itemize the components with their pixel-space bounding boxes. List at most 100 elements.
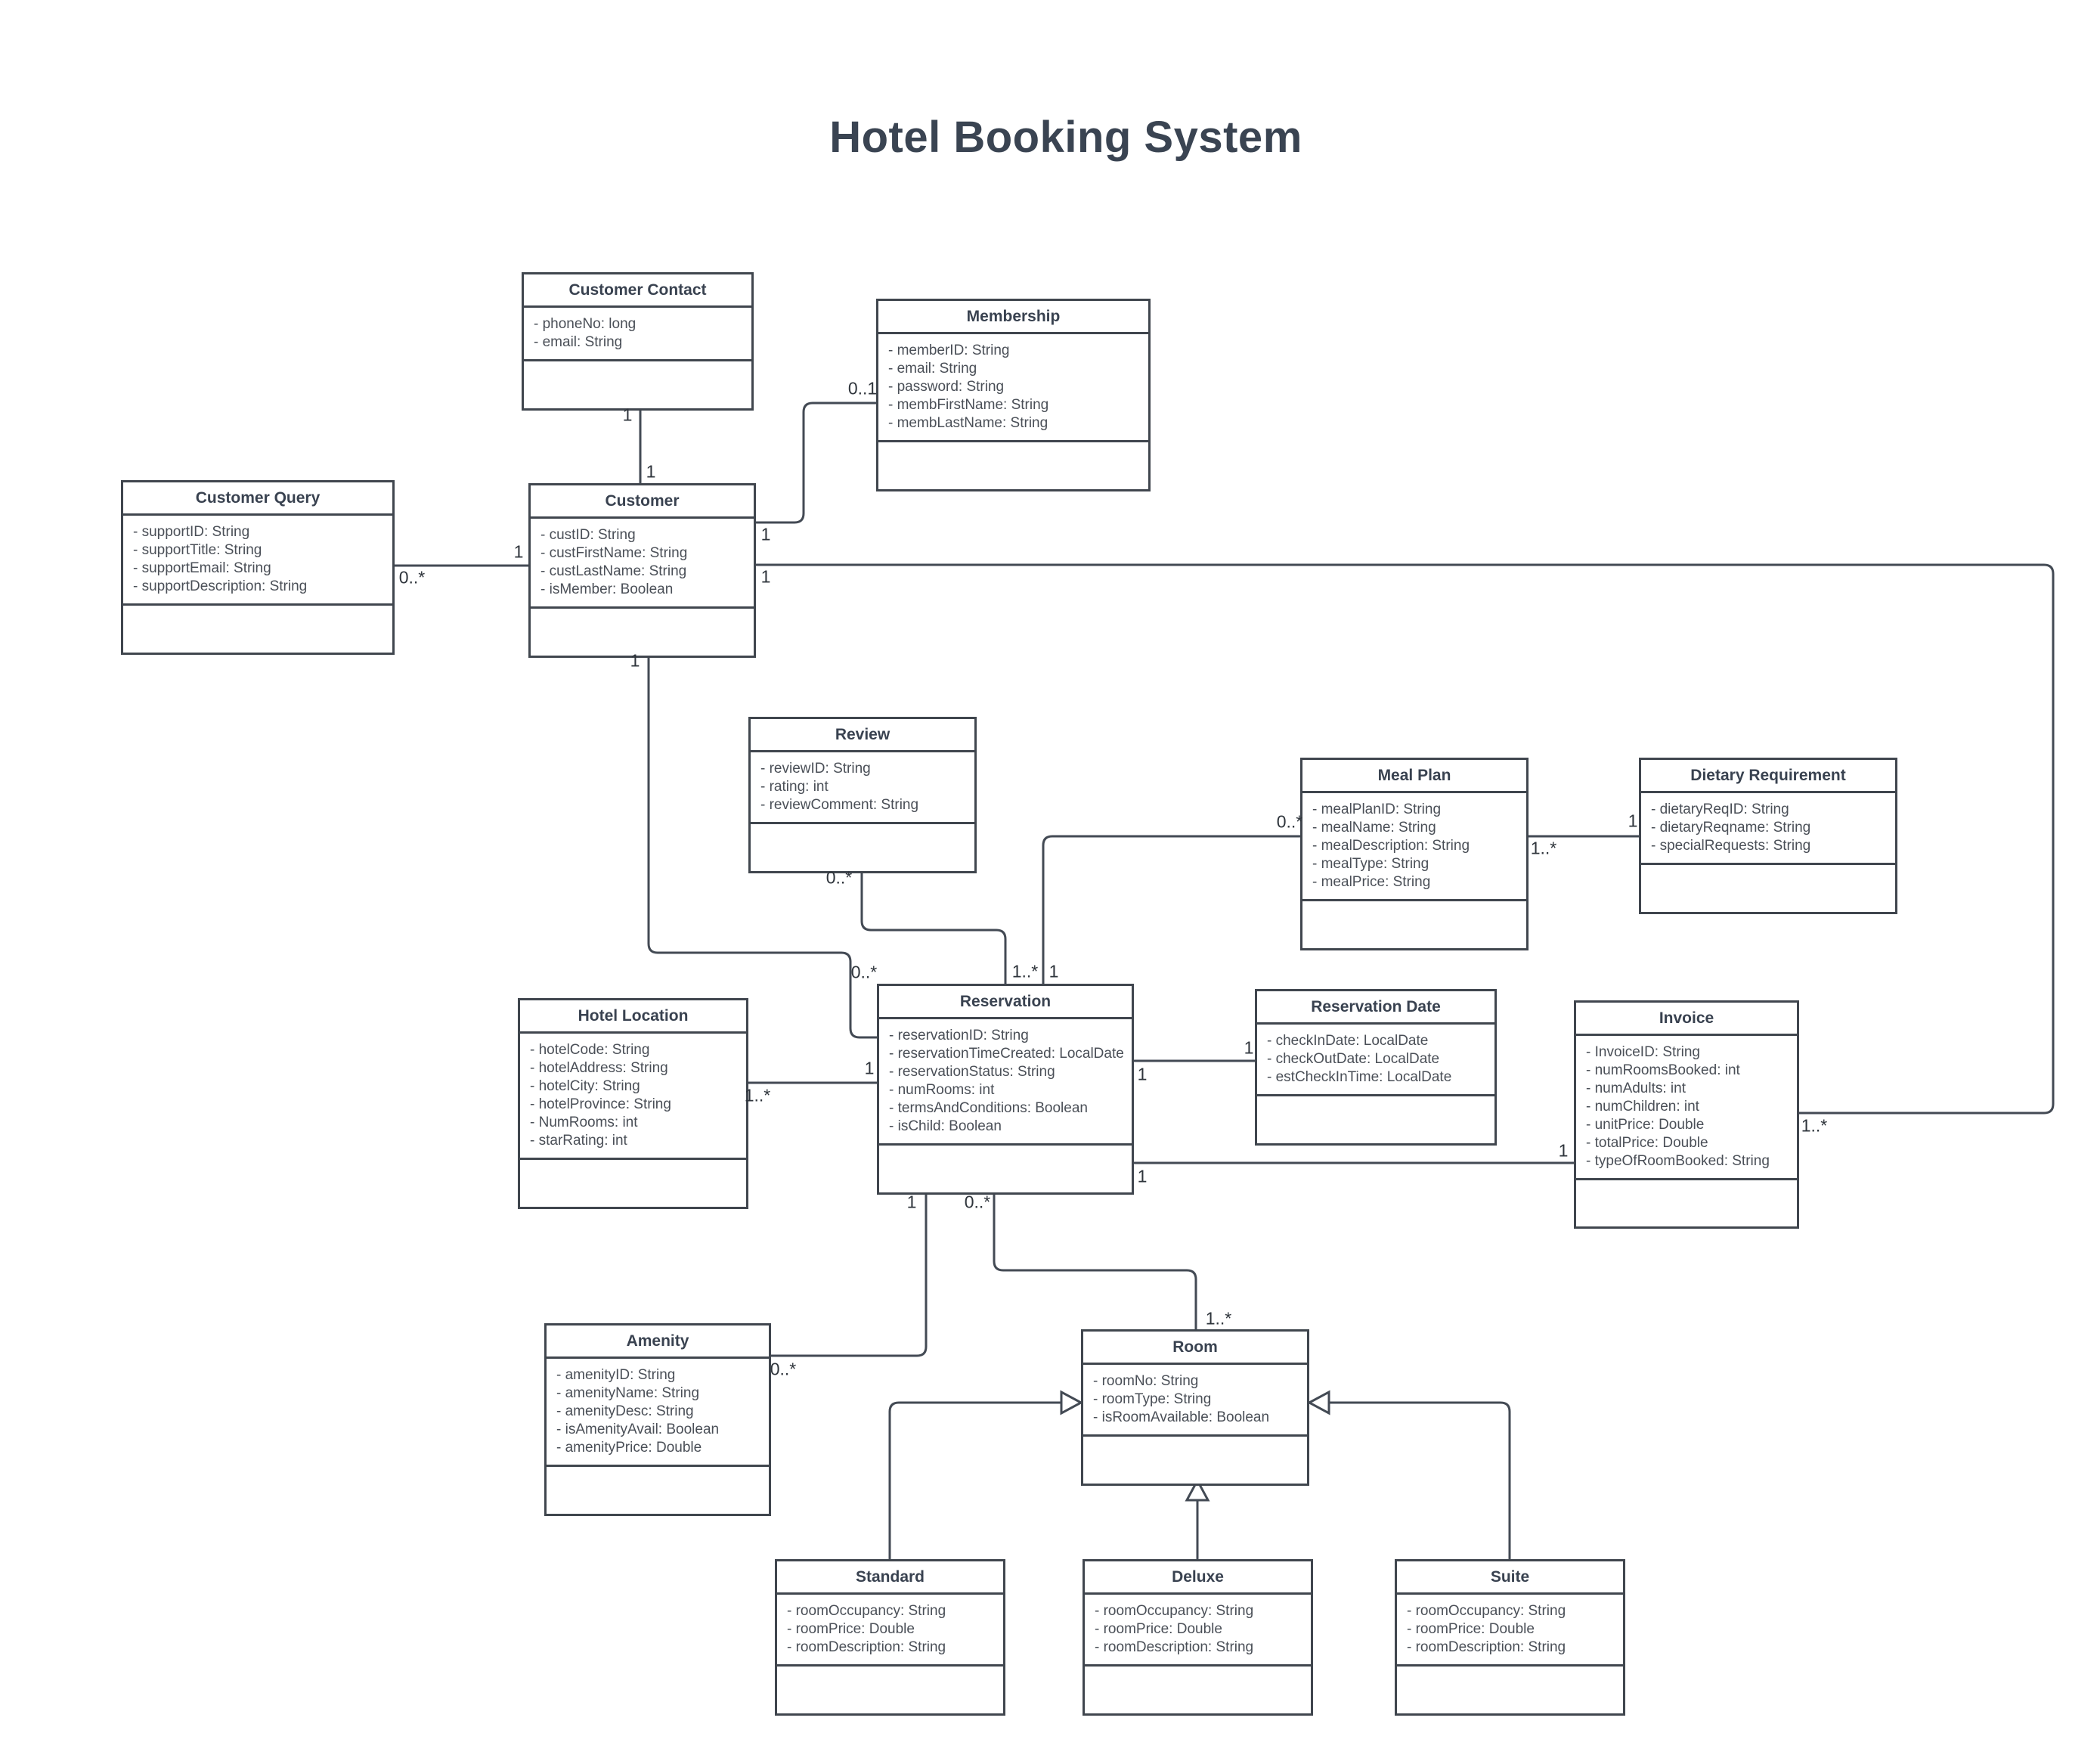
class-attribute: - mealPrice: String [1312, 874, 1431, 890]
class-attribute: - amenityID: String [556, 1367, 676, 1383]
multiplicity-label: 1 [1244, 1037, 1254, 1058]
class-attribute: - estCheckInTime: LocalDate [1267, 1069, 1452, 1085]
class-attribute: - roomPrice: Double [787, 1621, 915, 1637]
inheritance-arrow-standard [1060, 1390, 1084, 1415]
class-attributes: - hotelCode: String- hotelAddress: Strin… [520, 1034, 746, 1160]
class-attribute: - supportDescription: String [133, 578, 308, 594]
class-title: Meal Plan [1302, 760, 1526, 793]
class-reservation-date[interactable]: Reservation Date - checkInDate: LocalDat… [1255, 989, 1497, 1146]
class-attribute: - supportTitle: String [133, 542, 262, 558]
class-amenity[interactable]: Amenity - amenityID: String - amenityName… [544, 1323, 771, 1516]
class-attributes: - reservationID: String - reservationTime… [879, 1019, 1132, 1146]
class-methods-empty [1085, 1667, 1311, 1713]
class-attribute: - checkInDate: LocalDate [1267, 1033, 1429, 1049]
association-mealplan-reservation [1042, 835, 1305, 988]
class-methods-empty [520, 1160, 746, 1207]
class-hotel-location[interactable]: Hotel Location - hotelCode: String- hote… [518, 998, 748, 1209]
class-title: Hotel Location [520, 1000, 746, 1034]
class-attribute: - reservationID: String [889, 1028, 1029, 1043]
class-attribute: - dietaryReqID: String [1651, 801, 1789, 817]
class-attribute: - roomOccupancy: String [787, 1603, 946, 1619]
class-attribute: - dietaryReqname: String [1651, 820, 1811, 836]
class-attribute: - termsAndConditions: Boolean [889, 1100, 1088, 1116]
class-attribute: - totalPrice: Double [1586, 1135, 1708, 1151]
class-standard[interactable]: Standard - roomOccupancy: String- roomPr… [775, 1559, 1005, 1716]
class-attribute: - isAmenityAvail: Boolean [556, 1422, 720, 1437]
multiplicity-label: 1..* [1530, 838, 1557, 858]
class-invoice[interactable]: Invoice - InvoiceID: String- numRoomsBoo… [1574, 1000, 1799, 1229]
class-attribute: - amenityName: String [556, 1385, 700, 1401]
class-attribute: - mealName: String [1312, 820, 1436, 836]
multiplicity-label: 0..* [398, 567, 426, 588]
association-reservation-amenity [767, 1177, 928, 1357]
class-attribute: - email: String [534, 334, 623, 350]
class-customer-query[interactable]: Customer Query - supportID: String- supp… [121, 480, 395, 655]
class-review[interactable]: Review - reviewID: String- rating: int- … [748, 717, 977, 873]
class-attributes: - memberID: String- email: String- passw… [878, 334, 1148, 442]
class-attribute: - numAdults: int [1586, 1081, 1686, 1096]
association-customer-membership [751, 402, 881, 524]
class-membership[interactable]: Membership - memberID: String- email: St… [876, 299, 1151, 491]
class-attribute: - roomType: String [1093, 1391, 1212, 1407]
class-methods-empty [878, 442, 1148, 489]
class-reservation[interactable]: Reservation - reservationID: String- res… [877, 984, 1134, 1195]
class-attribute: - roomOccupancy: String [1095, 1603, 1254, 1619]
class-attributes: - InvoiceID: String- numRoomsBooked: int… [1576, 1036, 1797, 1180]
class-meal-plan[interactable]: Meal Plan - mealPlanID: String- mealName… [1300, 758, 1529, 950]
class-title: Membership [878, 301, 1148, 334]
class-deluxe[interactable]: Deluxe - roomOccupancy: String- roomPric… [1083, 1559, 1313, 1716]
class-methods-empty [123, 606, 392, 653]
class-attribute: - email: String [888, 361, 977, 377]
class-attribute: - phoneNo: long [534, 316, 637, 332]
class-attribute: - mealType: String [1312, 856, 1429, 872]
multiplicity-label: 1 [1137, 1064, 1148, 1084]
class-attribute: - isChild: Boolean [889, 1118, 1002, 1134]
class-attribute: - hotelProvince: String [530, 1096, 671, 1112]
class-attribute: - custID: String [540, 527, 636, 543]
class-attribute: - supportEmail: String [133, 560, 271, 576]
inheritance-arrow-suite [1306, 1390, 1330, 1415]
class-attribute: - hotelCity: String [530, 1078, 640, 1094]
class-room[interactable]: Room - roomNo: String- roomType: String-… [1081, 1329, 1309, 1486]
class-attributes: - supportID: String - supportTitle: Strin… [123, 516, 392, 606]
class-attribute: - supportID: String [133, 524, 250, 540]
class-methods-empty [1302, 901, 1526, 948]
class-title: Invoice [1576, 1003, 1797, 1036]
multiplicity-label: 1 [1628, 811, 1638, 831]
multiplicity-label: 1..* [1011, 961, 1039, 981]
class-attribute: - numRooms: int [889, 1082, 995, 1098]
multiplicity-label: 1 [513, 541, 524, 562]
multiplicity-label: 1 [760, 524, 771, 544]
class-attribute: - hotelCode: String [530, 1042, 650, 1058]
class-title: Review [751, 719, 974, 752]
class-attribute: - amenityPrice: Double [556, 1440, 702, 1456]
class-title: Customer Contact [524, 274, 751, 308]
class-attribute: - unitPrice: Double [1586, 1117, 1705, 1133]
multiplicity-label: 1 [906, 1192, 917, 1212]
multiplicity-label: 1..* [744, 1085, 771, 1105]
class-attribute: - starRating: int [530, 1133, 627, 1149]
class-attribute: - reservationTimeCreated: LocalDate [889, 1046, 1124, 1062]
class-methods-empty [524, 361, 751, 408]
class-attribute: - roomPrice: Double [1095, 1621, 1222, 1637]
class-title: Amenity [547, 1325, 769, 1359]
class-customer-contact[interactable]: Customer Contact - phoneNo: long - email:… [522, 272, 754, 411]
class-attributes: - dietaryReqID: String - dietaryReqname: … [1641, 793, 1895, 865]
class-title: Reservation Date [1257, 991, 1494, 1025]
class-dietary-requirement[interactable]: Dietary Requirement - dietaryReqID: Stri… [1639, 758, 1897, 914]
class-customer[interactable]: Customer - custID: String- custFirstName… [528, 483, 756, 658]
class-attribute: - membFirstName: String [888, 397, 1049, 413]
class-methods-empty [777, 1667, 1003, 1713]
multiplicity-label: 1..* [1801, 1115, 1828, 1136]
class-attribute: - isMember: Boolean [540, 581, 674, 597]
class-methods-empty [1257, 1096, 1494, 1143]
multiplicity-label: 1 [1558, 1140, 1569, 1161]
association-review-reservation [860, 861, 1007, 988]
multiplicity-label: 0..* [1276, 811, 1303, 832]
association-customer-reservation [647, 643, 881, 1039]
association-customer-invoice [751, 563, 2055, 1115]
class-suite[interactable]: Suite - roomOccupancy: String- roomPrice… [1395, 1559, 1625, 1716]
class-attributes: - roomNo: String- roomType: String- isRo… [1083, 1365, 1307, 1437]
class-attribute: - password: String [888, 379, 1005, 395]
